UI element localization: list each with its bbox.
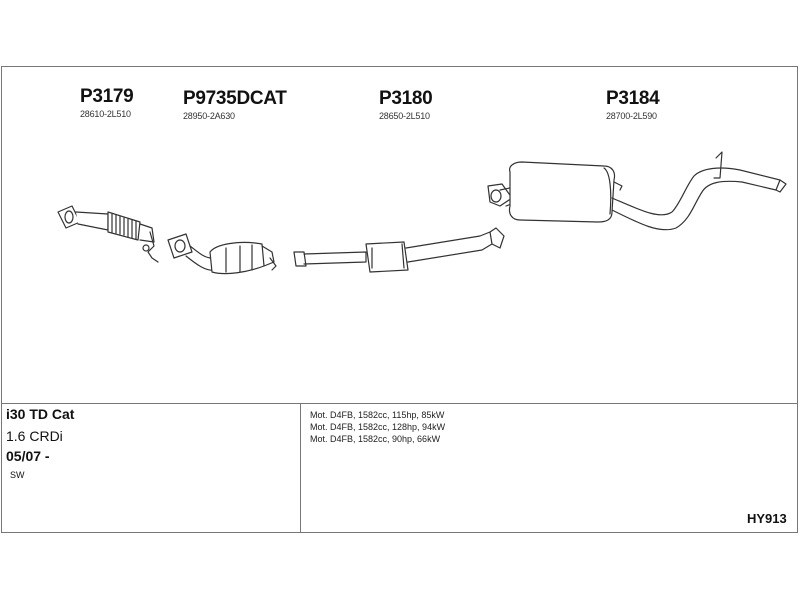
part-code-front-pipe[interactable]: P3179	[80, 86, 134, 107]
part-code-rear-silencer[interactable]: P3184	[606, 88, 660, 109]
rear-silencer-part[interactable]	[487, 151, 787, 231]
engine-list: Mot. D4FB, 1582cc, 115hp, 85kW Mot. D4FB…	[310, 409, 445, 445]
system-code: HY913	[747, 511, 787, 526]
front-pipe-part[interactable]	[57, 205, 159, 263]
info-divider	[1, 403, 798, 404]
part-code-middle-silencer[interactable]: P3180	[379, 88, 433, 109]
vehicle-model: i30 TD Cat	[6, 406, 75, 422]
info-column-divider	[300, 403, 301, 533]
vehicle-body-type: SW	[10, 470, 25, 480]
engine-line: Mot. D4FB, 1582cc, 128hp, 94kW	[310, 422, 446, 432]
oem-number-catalyst: 28950-2A630	[183, 111, 235, 121]
engine-line: Mot. D4FB, 1582cc, 90hp, 66kW	[310, 434, 441, 444]
engine-line: Mot. D4FB, 1582cc, 115hp, 85kW	[310, 410, 445, 420]
oem-number-middle-silencer: 28650-2L510	[379, 111, 430, 121]
vehicle-year: 05/07 -	[6, 448, 50, 464]
oem-number-rear-silencer: 28700-2L590	[606, 111, 657, 121]
catalyst-part[interactable]	[167, 233, 277, 275]
middle-silencer-part[interactable]	[293, 227, 505, 273]
oem-number-front-pipe: 28610-2L510	[80, 109, 131, 119]
part-code-catalyst[interactable]: P9735DCAT	[183, 88, 287, 109]
diagram-frame	[1, 66, 798, 533]
vehicle-engine: 1.6 CRDi	[6, 428, 63, 444]
